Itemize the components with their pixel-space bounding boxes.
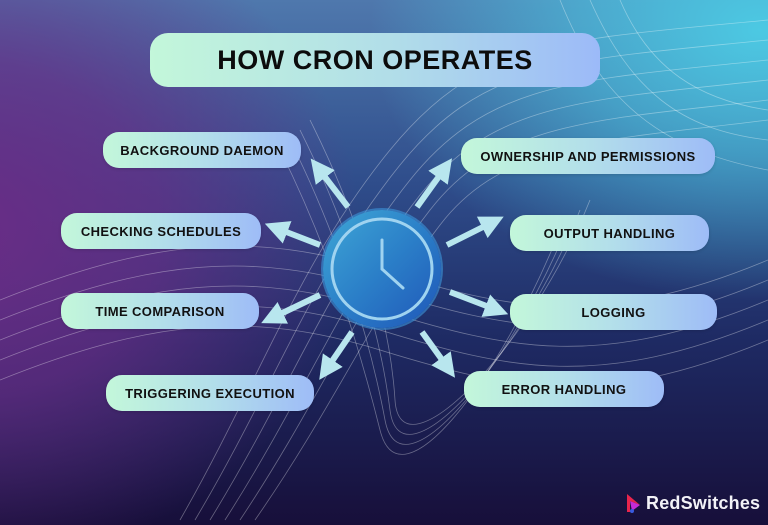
arrow-to-error-handling xyxy=(419,330,456,378)
arrow-to-time-comparison xyxy=(261,292,322,324)
node-output-handling: OUTPUT HANDLING xyxy=(510,215,709,251)
arrow-to-checking-schedules xyxy=(264,221,322,248)
arrow-to-background-daemon xyxy=(310,158,351,209)
redswitches-logo-icon xyxy=(627,494,640,513)
node-checking-schedules: CHECKING SCHEDULES xyxy=(61,213,261,249)
node-background-daemon: BACKGROUND DAEMON xyxy=(103,132,301,168)
arrow-to-triggering-execution xyxy=(319,330,355,380)
arrow-to-logging xyxy=(448,289,509,317)
page-title: HOW CRON OPERATES xyxy=(150,33,600,87)
brand-logo: RedSwitches xyxy=(626,492,760,514)
node-time-comparison: TIME COMPARISON xyxy=(61,293,259,329)
arrow-to-ownership-permissions xyxy=(414,158,452,209)
node-logging: LOGGING xyxy=(510,294,717,330)
clock-icon xyxy=(323,210,441,328)
node-triggering-execution: TRIGGERING EXECUTION xyxy=(106,375,314,411)
node-error-handling: ERROR HANDLING xyxy=(464,371,664,407)
brand-name: RedSwitches xyxy=(646,492,761,513)
arrow-to-output-handling xyxy=(445,216,504,248)
node-ownership-permissions: OWNERSHIP AND PERMISSIONS xyxy=(461,138,715,174)
